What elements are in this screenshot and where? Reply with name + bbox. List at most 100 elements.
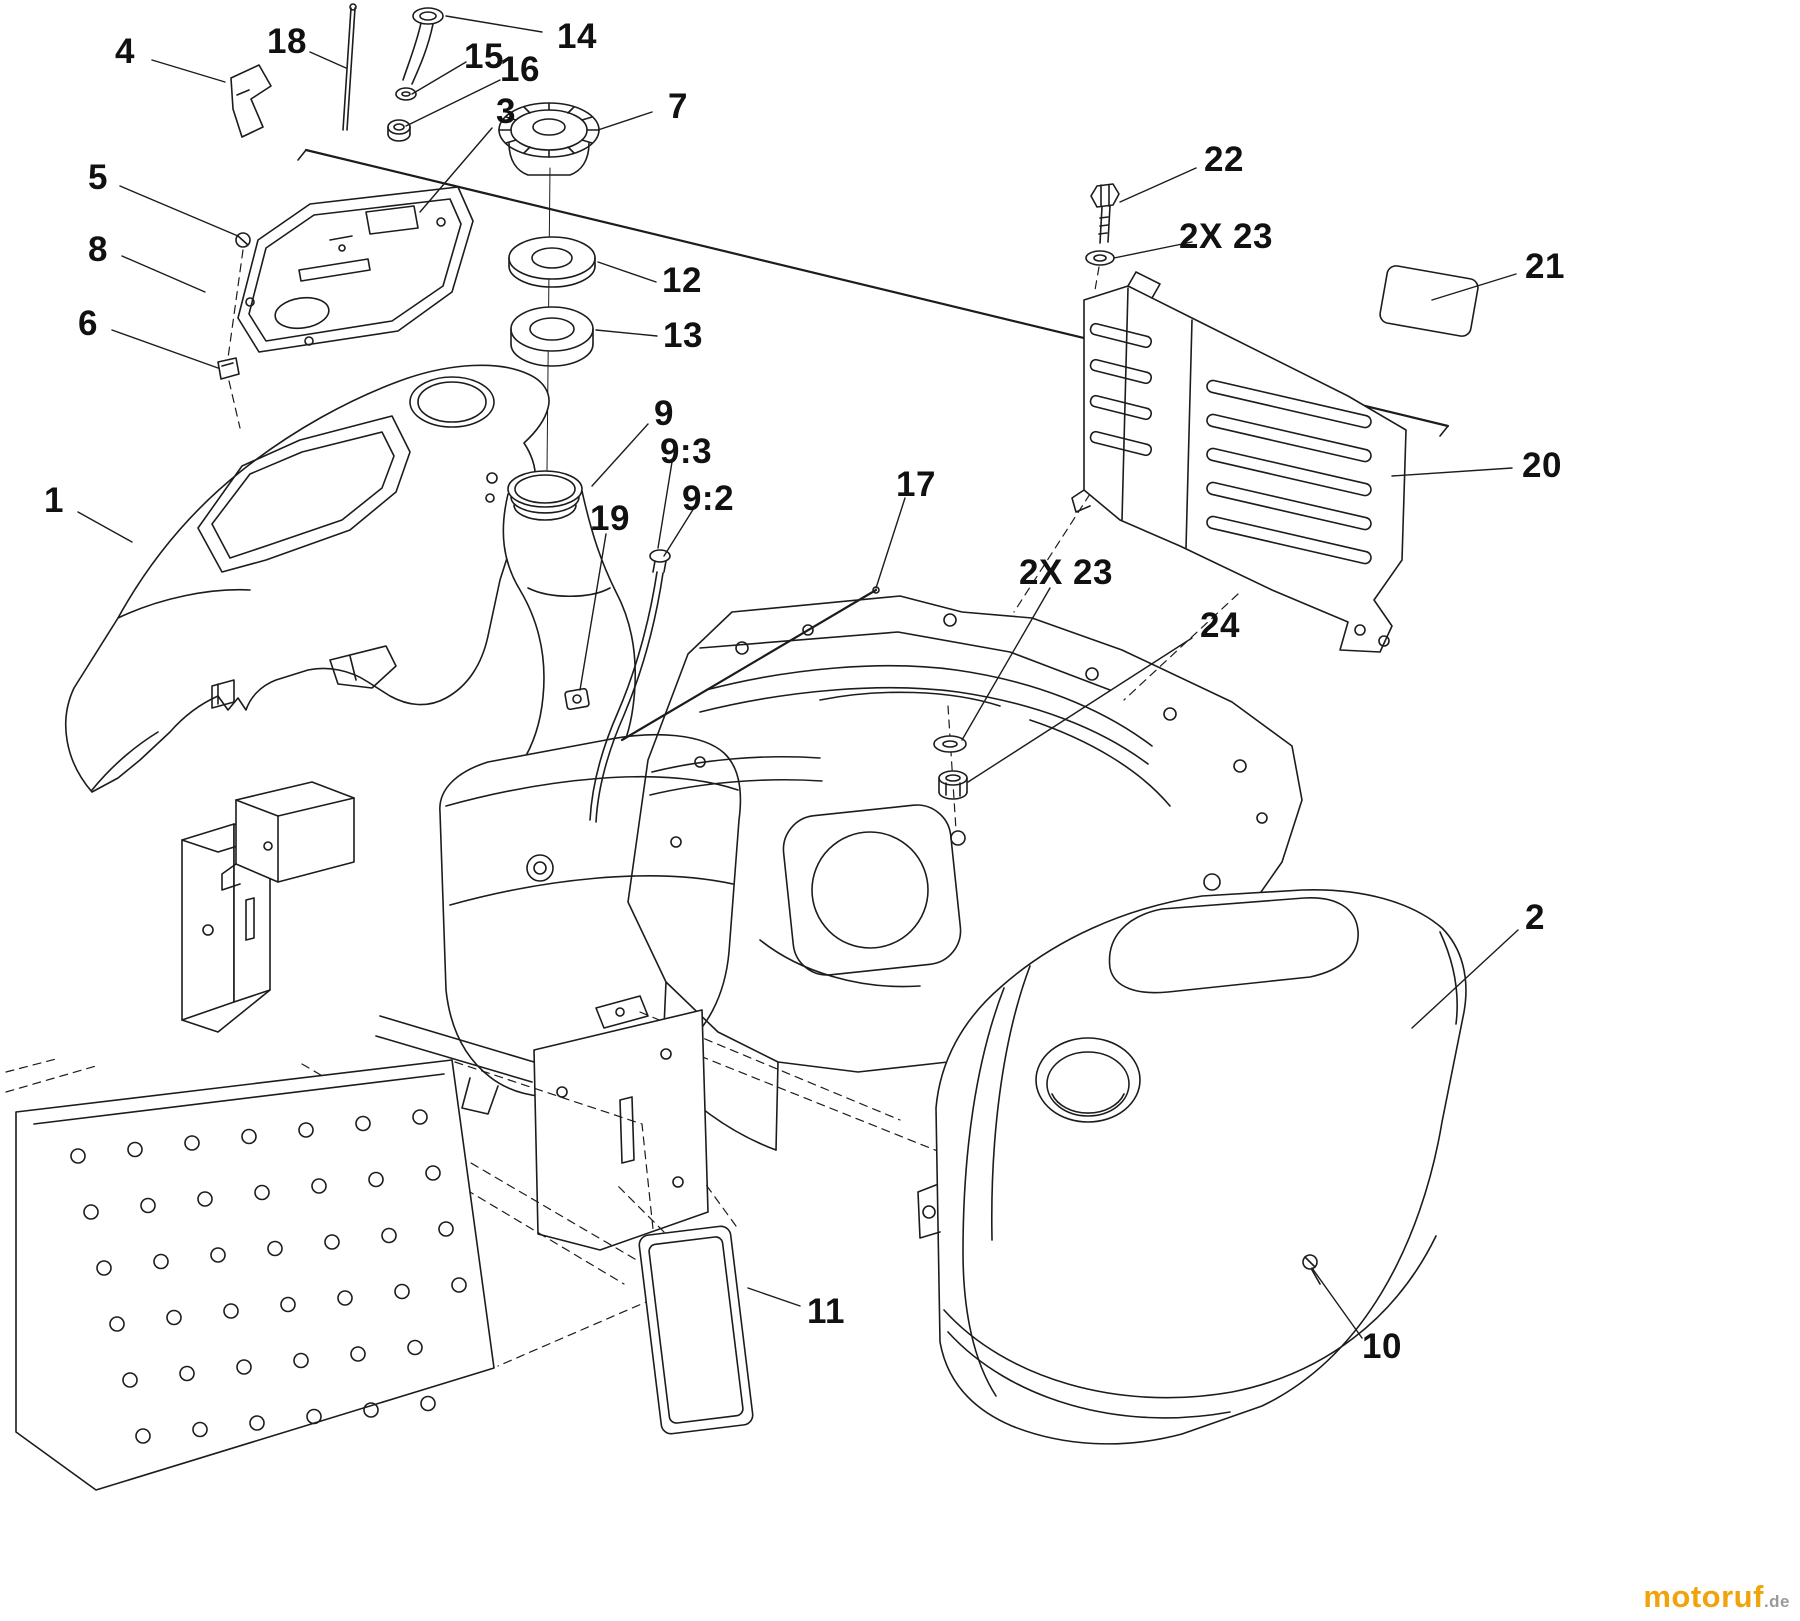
chassis-frame-shape	[1085, 667, 1099, 681]
vent-assembly-shape	[652, 560, 656, 573]
washer-12-shape	[531, 247, 573, 269]
footrest-dot	[381, 1227, 397, 1244]
callout-6: 6	[78, 304, 98, 343]
footrest-dot	[236, 1359, 252, 1375]
clip-6-shape	[221, 362, 234, 367]
rear-body-cowling-shape	[1439, 931, 1459, 1025]
dipstick-rod-shape	[346, 7, 356, 131]
rear-body-cowling-shape	[922, 1205, 936, 1219]
fuel-cap-shape	[567, 146, 575, 154]
alignment-lines-shape	[947, 705, 957, 831]
console-cowling-shape	[211, 431, 395, 559]
rear-body-cowling-shape	[962, 987, 1005, 1397]
support-bracket-tower-shape	[277, 797, 355, 817]
chassis-frame-shape	[670, 836, 682, 848]
footrest-plate	[5, 1057, 661, 1491]
vent-assembly-shape	[663, 560, 667, 573]
leader-lines	[77, 15, 1519, 1339]
foam-ring-13-shape	[529, 317, 575, 341]
washer-23-lower-shape	[942, 740, 958, 748]
bolt-22-shape	[1107, 205, 1111, 243]
callout-18: 18	[267, 22, 307, 61]
chassis-frame-shape	[705, 664, 1153, 747]
alignment-lines-shape	[1123, 593, 1239, 701]
console-cowling	[64, 364, 550, 793]
chassis-frame-shape	[1233, 759, 1247, 773]
washer-23-upper-shape	[1093, 254, 1107, 262]
fuel-tank-shape	[461, 1077, 499, 1115]
watermark-logo: motoruf.de	[1643, 1579, 1790, 1615]
vent-assembly-shape	[649, 549, 671, 563]
callout-14: 14	[557, 17, 597, 56]
heat-shield-shape	[1089, 394, 1153, 421]
chassis-frame-shape	[694, 756, 706, 768]
fuel-cap-shape	[523, 146, 531, 154]
footrest-dot	[368, 1171, 384, 1188]
support-rod-shape	[620, 588, 878, 742]
footrest-dot	[412, 1109, 428, 1125]
screw-5-shape	[237, 235, 249, 246]
callout-2x23-b: 2X 23	[1019, 553, 1113, 592]
fuel-cap-shape	[567, 106, 575, 114]
footrest-dot	[127, 1141, 143, 1158]
nut-24-shape	[945, 774, 961, 782]
footrest-dots	[70, 1109, 467, 1444]
breather-cap-shape	[411, 23, 434, 85]
callout-3: 3	[496, 92, 516, 131]
washer-12-shape	[508, 236, 596, 280]
rear-body-cowling-shape	[1035, 1037, 1141, 1123]
footrest-plate-shape	[33, 1073, 445, 1125]
washer-12-shape	[508, 265, 596, 288]
console-cowling-shape	[91, 731, 159, 791]
heat-shield-shape	[1206, 379, 1372, 429]
chassis-frame-shape	[649, 778, 823, 796]
breather-cap-shape	[419, 11, 437, 21]
callout-2x23-a: 2X 23	[1179, 217, 1273, 256]
callout-19: 19	[590, 499, 630, 538]
breather-cap	[402, 7, 444, 85]
footrest-dot	[210, 1247, 226, 1263]
callout-1: 1	[44, 481, 64, 520]
callout-24: 24	[1200, 606, 1240, 645]
heat-shield-shape	[1089, 322, 1153, 349]
bolt-22	[1090, 183, 1120, 244]
washer-23-upper	[1085, 250, 1115, 291]
control-panel-shape	[298, 258, 371, 282]
dipstick-rod-shape	[349, 3, 357, 11]
clip-6	[217, 357, 241, 429]
rear-body-cowling-shape	[947, 1331, 1231, 1419]
choke-lever-shape	[236, 89, 250, 96]
fuel-tank-shape	[445, 776, 739, 807]
bolt-22-shape	[1099, 216, 1109, 219]
rear-body-cowling-shape	[943, 1235, 1437, 1399]
washer-23-upper-shape	[1085, 250, 1115, 266]
vent-assembly-shape	[589, 571, 658, 821]
callout-4: 4	[115, 32, 135, 71]
washer-23-lower	[933, 735, 967, 753]
console-cowling-shape	[64, 364, 550, 793]
fuel-tank-shape	[449, 875, 734, 906]
nut-24-shape	[938, 791, 968, 800]
frame-support-plate-shape	[375, 1035, 533, 1083]
fuel-tank-shape	[513, 504, 577, 521]
bolt-22-shape	[1090, 183, 1120, 208]
nut-16-shape	[387, 119, 411, 135]
control-panel-shape	[436, 217, 446, 227]
heat-shield-shape	[1083, 285, 1407, 653]
support-bracket-tower	[181, 781, 355, 1033]
control-panel-shape	[245, 297, 255, 307]
nut-24-shape	[938, 770, 968, 786]
frame-support-plate-shape	[615, 1007, 625, 1017]
footrest-dot	[153, 1253, 169, 1270]
console-cowling-shape	[329, 645, 397, 689]
footrest-dot	[109, 1316, 125, 1332]
heat-shield-shape	[1071, 489, 1091, 513]
callout-13: 13	[663, 316, 703, 355]
console-cowling-shape	[117, 588, 251, 619]
vent-assembly-shape	[595, 572, 664, 823]
console-cowling-shape	[486, 472, 498, 484]
footrest-dot	[135, 1428, 151, 1444]
control-panel-shape	[365, 205, 419, 235]
frame-support-plate-shape	[301, 1063, 641, 1263]
clip-6-shape	[217, 357, 240, 380]
